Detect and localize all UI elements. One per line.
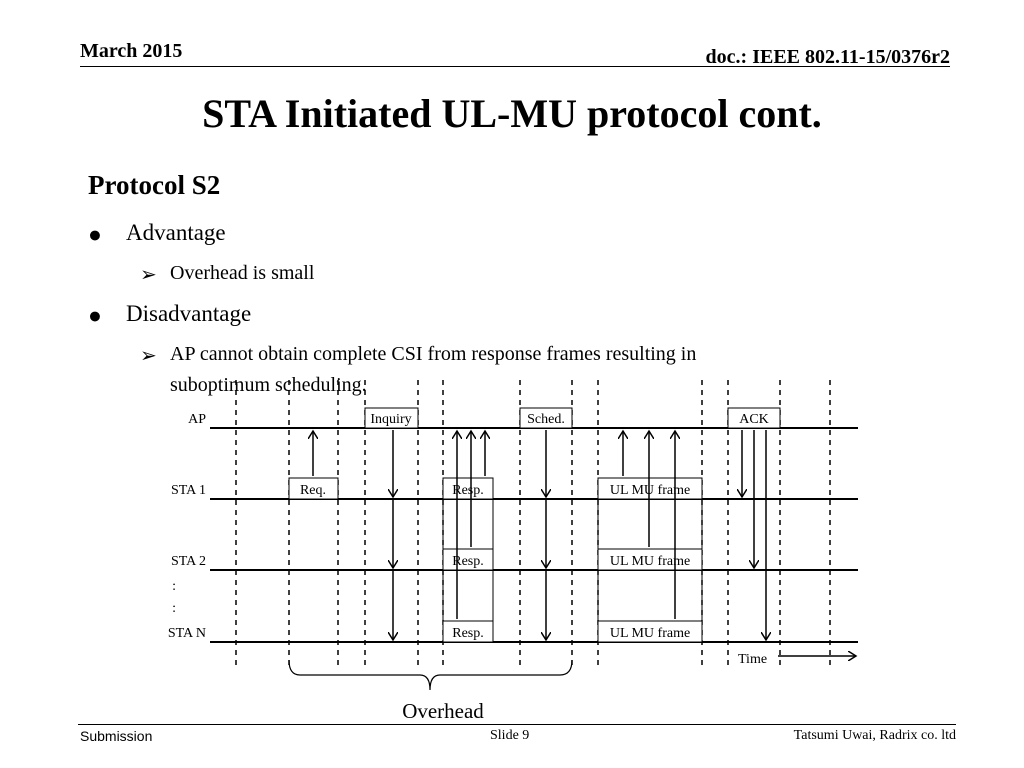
header-divider [80,66,950,67]
frame-sched [519,407,573,429]
row-label-stan: STA N [168,626,206,641]
frame-inquiry-label: Inquiry [370,412,411,427]
frame-resp-label: Resp. [452,626,484,641]
frame-ack [727,407,781,429]
header-doc-id: doc.: IEEE 802.11-15/0376r2 [705,46,950,68]
sub-bullet-csi-line2: suboptimum scheduling. [170,374,367,396]
row-label-dots: : [172,579,176,594]
bullet-dot-icon: ● [88,222,102,247]
sub-bullet-overhead: Overhead is small [170,262,315,284]
frame-ulmu-stan [597,620,703,643]
arrowhead-bullet-icon: ➢ [140,345,157,367]
frame-resp-label: Resp. [452,554,484,569]
footer-slide-number: Slide 9 [490,728,530,743]
overhead-label: Overhead [402,699,484,723]
frame-ack-label: ACK [739,412,769,427]
header-date: March 2015 [80,40,183,62]
sub-bullet-csi-line1: AP cannot obtain complete CSI from respo… [170,343,697,365]
frame-inquiry [364,407,419,429]
footer-submission: Submission [80,728,153,744]
footer-author: Tatsumi Uwai, Radrix co. ltd [793,728,956,743]
frame-sched-label: Sched. [527,412,565,427]
frame-resp-stan [442,620,494,643]
frame-ulmu-label: UL MU frame [610,626,690,641]
row-label-sta2: STA 2 [171,554,206,569]
row-label-sta1: STA 1 [171,483,206,498]
frame-ulmu-label: UL MU frame [610,554,690,569]
footer-divider [78,724,956,725]
frame-resp-label: Resp. [452,483,484,498]
section-heading: Protocol S2 [88,170,221,200]
arrowhead-bullet-icon: ➢ [140,264,157,286]
time-label: Time [738,652,767,667]
frame-ulmu-sta2 [597,548,703,571]
bullet-advantage: Advantage [126,220,226,245]
frame-req [288,477,339,500]
row-label-ap: AP [188,412,206,427]
overhead-brace [288,659,573,691]
frame-ulmu-label: UL MU frame [610,483,690,498]
frame-resp-sta2 [442,548,494,571]
row-label-dots: : [172,601,176,616]
frame-req-label: Req. [300,483,326,498]
slide-title: STA Initiated UL-MU protocol cont. [202,91,822,136]
bullet-disadvantage: Disadvantage [126,301,252,326]
frame-ulmu-sta1 [597,477,703,500]
bullet-dot-icon: ● [88,303,102,328]
frame-resp-sta1 [442,477,494,500]
